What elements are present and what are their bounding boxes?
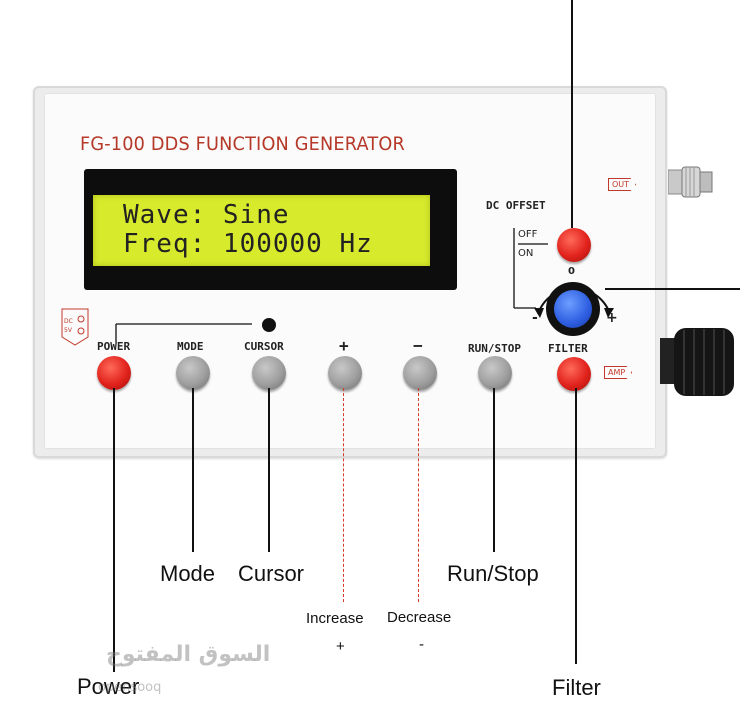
cursor-callout: Cursor xyxy=(238,561,305,586)
offset-on-label: ON xyxy=(518,248,534,259)
lcd-screen: Wave: Sine Freq: 100000 Hz xyxy=(93,195,430,266)
power-button[interactable] xyxy=(97,356,131,390)
decrease-callout-line xyxy=(418,388,420,602)
out-callout-line xyxy=(571,0,573,228)
power-callout: Power xyxy=(77,674,140,699)
filter-label: FILTER xyxy=(548,342,588,355)
run-stop-label: RUN/STOP xyxy=(468,342,521,355)
dc-offset-bracket xyxy=(508,224,548,314)
decrease-callout: Decrease xyxy=(387,609,452,626)
decrease-sign: - xyxy=(419,636,424,653)
increase-callout: Increase xyxy=(306,610,364,627)
cursor-button[interactable] xyxy=(252,356,286,390)
mode-callout: Mode xyxy=(160,561,216,586)
decrease-button[interactable] xyxy=(403,356,437,390)
power-bracket xyxy=(112,322,272,344)
offset-off-label: OFF xyxy=(518,229,538,240)
dc-offset-label: DC OFFSET xyxy=(486,199,546,212)
minus-label: − xyxy=(413,336,423,355)
increase-sign: + xyxy=(336,638,345,655)
power-indicator-led xyxy=(262,318,276,332)
filter-callout: Filter xyxy=(552,675,601,700)
run-stop-button[interactable] xyxy=(478,356,512,390)
mode-label: MODE xyxy=(177,340,204,353)
power-callout-line xyxy=(113,388,115,672)
dc-5v-tag: DC 5V xyxy=(60,307,90,347)
power-label: POWER xyxy=(97,340,131,353)
run-stop-callout-line xyxy=(493,388,495,552)
out-tag: OUT xyxy=(608,178,637,191)
dc-offset-button[interactable] xyxy=(557,228,591,262)
increase-button[interactable] xyxy=(328,356,362,390)
watermark-latin: opensooq xyxy=(98,680,162,695)
amp-tag: AMP xyxy=(604,366,633,379)
increase-callout-line xyxy=(343,388,345,602)
filter-button[interactable] xyxy=(557,357,591,391)
run-stop-callout: Run/Stop xyxy=(447,561,539,586)
knob-plus-label: + xyxy=(606,310,618,326)
device-title: FG-100 DDS FUNCTION GENERATOR xyxy=(80,133,405,155)
mode-callout-line xyxy=(192,388,194,552)
watermark-arabic: السوق المفتوح xyxy=(106,642,271,667)
dc-5v-tag-text: DC 5V xyxy=(64,318,73,334)
lcd-line-wave: Wave: Sine xyxy=(123,200,290,230)
amp-callout-line xyxy=(605,288,740,290)
lcd-line-frequency: Freq: 100000 Hz xyxy=(123,229,373,259)
bnc-connector xyxy=(667,164,714,200)
plus-label: + xyxy=(339,336,349,355)
knob-zero-label: 0 xyxy=(568,266,575,277)
side-knob[interactable] xyxy=(660,324,740,400)
filter-callout-line xyxy=(575,388,577,664)
knob-minus-label: - xyxy=(532,310,538,326)
mode-button[interactable] xyxy=(176,356,210,390)
cursor-callout-line xyxy=(268,388,270,552)
cursor-label: CURSOR xyxy=(244,340,284,353)
amplitude-knob-cap xyxy=(554,290,592,328)
